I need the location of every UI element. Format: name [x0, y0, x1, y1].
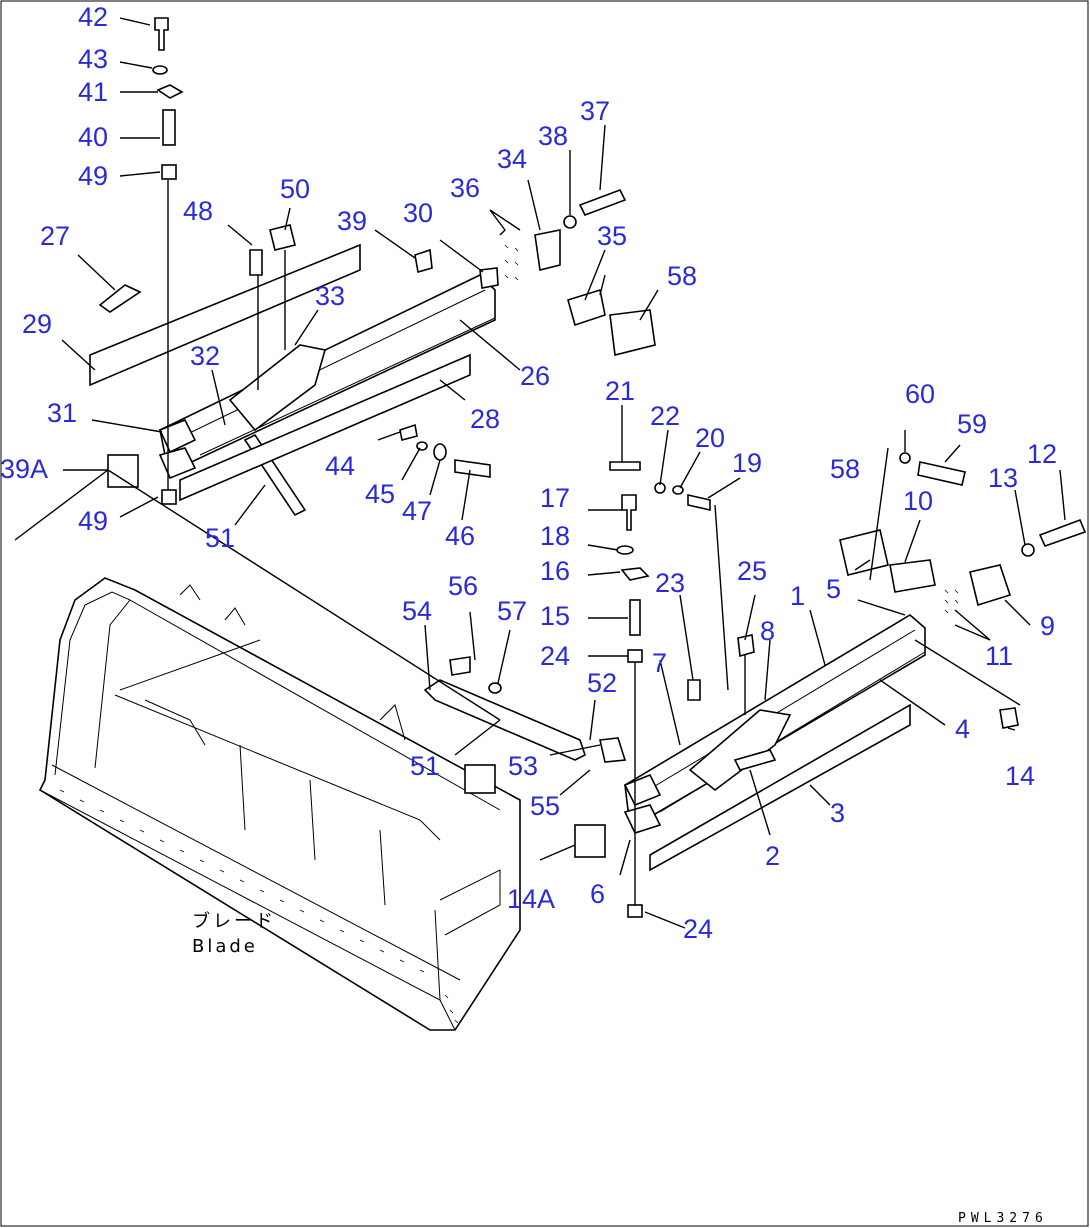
callout-59: 59: [957, 409, 987, 439]
callout-4: 4: [955, 714, 970, 744]
callout-25: 25: [737, 556, 767, 586]
callout-49-top: 49: [78, 161, 108, 191]
callout-3: 3: [830, 798, 845, 828]
callout-28: 28: [470, 404, 500, 434]
callout-37: 37: [580, 96, 610, 126]
callout-51-left: 51: [205, 523, 235, 553]
callout-16: 16: [540, 556, 570, 586]
callout-54: 54: [402, 596, 432, 626]
callout-40: 40: [78, 122, 108, 152]
callout-50: 50: [280, 174, 310, 204]
callout-23: 23: [655, 568, 685, 598]
callout-7: 7: [652, 648, 667, 678]
callout-15: 15: [540, 601, 570, 631]
callout-33: 33: [315, 281, 345, 311]
callout-10: 10: [903, 486, 933, 516]
callout-6: 6: [590, 879, 605, 909]
callout-27: 27: [40, 221, 70, 251]
callout-24-top: 24: [540, 641, 570, 671]
callout-60: 60: [905, 379, 935, 409]
callout-22: 22: [650, 401, 680, 431]
callout-53: 53: [508, 751, 538, 781]
callout-57: 57: [497, 596, 527, 626]
callout-24-bottom: 24: [683, 914, 713, 944]
callout-46: 46: [445, 521, 475, 551]
callout-26: 26: [520, 361, 550, 391]
callout-34: 34: [497, 144, 527, 174]
callout-32: 32: [190, 341, 220, 371]
callout-55: 55: [530, 791, 560, 821]
callout-48: 48: [183, 196, 213, 226]
callout-labels: 42 43 41 40 49 48 50 27 29 32 33 31 39A …: [0, 2, 1057, 944]
callout-1: 1: [790, 581, 805, 611]
callout-35: 35: [597, 221, 627, 251]
callout-29: 29: [22, 309, 52, 339]
callout-11: 11: [985, 641, 1013, 671]
callout-39: 39: [337, 206, 367, 236]
callout-14A: 14A: [507, 884, 555, 914]
callout-36: 36: [450, 173, 480, 203]
right-arm-assembly: [423, 244, 1087, 918]
blade-assembly: [38, 577, 521, 1031]
callout-5: 5: [826, 574, 841, 604]
callout-12: 12: [1027, 439, 1057, 469]
callout-31: 31: [47, 398, 77, 428]
document-id: PWL3276: [958, 1211, 1048, 1226]
callout-58-top: 58: [667, 261, 697, 291]
callout-43: 43: [78, 44, 108, 74]
left-arm-assembly: [89, 17, 656, 517]
callout-20: 20: [695, 423, 725, 453]
callout-30: 30: [403, 198, 433, 228]
callout-17: 17: [540, 483, 570, 513]
callout-13: 13: [988, 463, 1018, 493]
callout-44: 44: [325, 451, 355, 481]
callout-9: 9: [1040, 611, 1055, 641]
callout-49-bottom: 49: [78, 506, 108, 536]
callout-52: 52: [587, 668, 617, 698]
callout-8: 8: [760, 616, 775, 646]
callout-2: 2: [765, 841, 780, 871]
leader-lines: [14, 17, 1066, 929]
callout-14: 14: [1005, 761, 1035, 791]
blade-caption-jp: ブレード: [192, 910, 276, 932]
callout-38: 38: [538, 121, 568, 151]
callout-18: 18: [540, 521, 570, 551]
callout-56: 56: [448, 571, 478, 601]
callout-39A: 39A: [0, 454, 48, 484]
callout-42: 42: [78, 2, 108, 32]
callout-19: 19: [732, 448, 762, 478]
blade-caption-en: Blade: [192, 936, 258, 957]
callout-47: 47: [402, 496, 432, 526]
callout-21: 21: [605, 376, 635, 406]
callout-41: 41: [78, 77, 108, 107]
callout-51-right: 51: [410, 751, 440, 781]
callout-58-right: 58: [830, 454, 860, 484]
callout-45: 45: [365, 479, 395, 509]
